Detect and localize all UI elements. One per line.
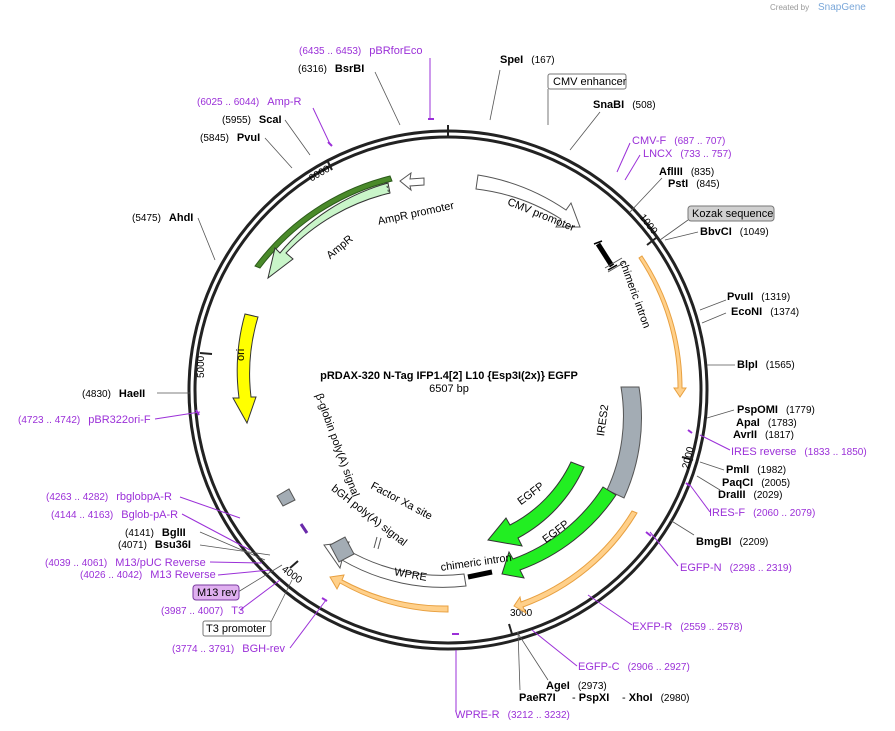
snapgene-logo: SnapGene [818, 2, 866, 13]
svg-text:EcoNI(1374): EcoNI(1374) [731, 306, 799, 318]
enzyme-name: SpeI [500, 54, 523, 66]
svg-text:CMV-F(687 .. 707): CMV-F(687 .. 707) [632, 135, 725, 147]
svg-text:IRES-F(2060 .. 2079): IRES-F(2060 .. 2079) [709, 507, 815, 519]
svg-text:(5955)ScaI: (5955)ScaI [222, 114, 282, 126]
svg-text:BmgBI(2209): BmgBI(2209) [696, 536, 768, 548]
feature-orf-bottom[interactable] [513, 510, 638, 615]
svg-text:SpeI(167): SpeI(167) [500, 54, 555, 66]
svg-text:PstI(845): PstI(845) [668, 178, 720, 190]
svg-text:AgeI(2973): AgeI(2973) [546, 680, 607, 692]
primer-leaders [154, 58, 731, 712]
svg-text:5000: 5000 [196, 355, 207, 378]
svg-text:PmlI(1982): PmlI(1982) [726, 464, 786, 476]
svg-text:PaqCI(2005): PaqCI(2005) [722, 477, 790, 489]
svg-text:PspOMI(1779): PspOMI(1779) [737, 404, 815, 416]
svg-text:(4830)HaeII: (4830)HaeII [82, 388, 145, 400]
feature-ori[interactable] [232, 313, 259, 425]
svg-text:EXFP-R(2559 .. 2578): EXFP-R(2559 .. 2578) [632, 621, 743, 633]
label-chimeric-intron-bottom: chimeric intron [440, 552, 513, 574]
svg-text:(4141)BglII: (4141)BglII [125, 527, 186, 539]
svg-text:CMV enhancer: CMV enhancer [553, 76, 627, 88]
feature-orf-lower[interactable] [329, 574, 449, 613]
svg-text:EGFP-C(2906 .. 2927): EGFP-C(2906 .. 2927) [578, 661, 690, 673]
enzyme-labels: SpeI(167) SnaBI(508) AflIII(835) PstI(84… [82, 54, 815, 704]
primer-labels: (6435 .. 6453)pBRforEco (6025 .. 6044)Am… [18, 45, 867, 721]
feature-ampr[interactable] [267, 182, 391, 280]
feature-ampr-orf[interactable] [254, 175, 393, 269]
svg-text:T3 promoter: T3 promoter [206, 623, 266, 635]
primer-marks [195, 118, 693, 635]
plasmid-title: pRDAX-320 N-Tag IFP1.4[2] L10 {Esp3I(2x)… [320, 370, 578, 382]
feature-ires2[interactable] [606, 386, 642, 499]
feature-factor-xa-mark [373, 536, 378, 549]
feature-cmv-promoter[interactable] [475, 174, 581, 228]
svg-text:(5845)PvuI: (5845)PvuI [200, 132, 260, 144]
svg-text:(6316)BsrBI: (6316)BsrBI [298, 63, 364, 75]
svg-text:(4039 .. 4061)M13/pUC Reverse: (4039 .. 4061)M13/pUC Reverse [45, 557, 206, 569]
label-ori: ori [235, 349, 247, 361]
svg-text:(5475)AhdI: (5475)AhdI [132, 212, 193, 224]
feature-beta-globin-polya[interactable] [276, 488, 296, 507]
svg-text:ApaI(1783): ApaI(1783) [736, 417, 797, 429]
svg-text:PaeR7I: PaeR7I [519, 692, 556, 704]
tick-5000: 5000 [196, 352, 213, 378]
feature-orf-right[interactable] [638, 255, 687, 398]
boxed-feature-m13-rev[interactable]: M13 rev [192, 564, 283, 601]
created-by-text: Created by [770, 3, 809, 12]
svg-text:(6025 .. 6044)Amp-R: (6025 .. 6044)Amp-R [197, 96, 302, 108]
svg-text:- PspXI: - PspXI [572, 692, 609, 704]
label-wpre: WPRE [393, 566, 428, 584]
svg-text:BbvCI(1049): BbvCI(1049) [700, 226, 769, 238]
feature-egfp-inner[interactable] [487, 461, 585, 547]
tick-3000: 3000 [508, 608, 533, 635]
svg-text:M13 rev: M13 rev [197, 587, 237, 599]
feature-chimeric-intron-bottom[interactable] [467, 569, 493, 580]
svg-text:3000: 3000 [510, 608, 533, 619]
feature-chimeric-intron-top[interactable] [595, 242, 615, 268]
svg-text:2000: 2000 [681, 445, 697, 470]
label-ampr: AmpR [324, 233, 355, 262]
svg-text:PvuII(1319): PvuII(1319) [727, 291, 790, 303]
svg-text:LNCX(733 .. 757): LNCX(733 .. 757) [643, 148, 732, 160]
boxed-feature-cmv-enhancer[interactable]: CMV enhancer [547, 73, 627, 125]
svg-text:AflIII(835): AflIII(835) [659, 166, 714, 178]
svg-text:(4144 .. 4163)Bglob-pA-R: (4144 .. 4163)Bglob-pA-R [51, 509, 178, 521]
svg-text:EGFP-N(2298 .. 2319): EGFP-N(2298 .. 2319) [680, 562, 792, 574]
svg-text:DraIII(2029): DraIII(2029) [718, 489, 782, 501]
boxed-feature-kozak[interactable]: Kozak sequence [659, 205, 775, 241]
svg-text:(4071)Bsu36I: (4071)Bsu36I [118, 539, 191, 551]
feature-ampr-promoter[interactable] [399, 171, 425, 192]
label-ampr-promoter: AmpR promoter [377, 200, 456, 228]
boxed-feature-t3-promoter[interactable]: T3 promoter [202, 579, 293, 637]
tick-2000: 2000 [681, 445, 697, 470]
plasmid-length: 6507 bp [429, 383, 469, 395]
svg-text:(3987 .. 4007)T3: (3987 .. 4007)T3 [161, 605, 244, 617]
svg-text:(3774 .. 3791)BGH-rev: (3774 .. 3791)BGH-rev [172, 643, 286, 655]
svg-text:(6435 .. 6453)pBRforEco: (6435 .. 6453)pBRforEco [299, 45, 422, 57]
svg-text:Kozak sequence: Kozak sequence [692, 208, 773, 220]
svg-text:(4723 .. 4742)pBR322ori-F: (4723 .. 4742)pBR322ori-F [18, 414, 151, 426]
svg-text:WPRE-R(3212 .. 3232): WPRE-R(3212 .. 3232) [455, 709, 570, 721]
enzyme-leaders [157, 69, 735, 691]
feature-egfp-outer[interactable] [501, 486, 617, 579]
svg-text:AvrII(1817): AvrII(1817) [733, 429, 794, 441]
svg-text:- XhoI(2980): - XhoI(2980) [622, 692, 689, 704]
tick-1000: 1000 [637, 212, 659, 246]
svg-text:(4263 .. 4282)rbglobpA-R: (4263 .. 4282)rbglobpA-R [46, 491, 172, 503]
label-ires2: IRES2 [595, 404, 611, 437]
feature-bgh-polya[interactable] [329, 536, 355, 563]
svg-text:IRES reverse(1833 .. 1850): IRES reverse(1833 .. 1850) [731, 446, 867, 458]
svg-text:(4026 .. 4042)M13 Reverse: (4026 .. 4042)M13 Reverse [80, 569, 216, 581]
svg-text:BlpI(1565): BlpI(1565) [737, 359, 795, 371]
svg-text:SnaBI(508): SnaBI(508) [593, 99, 656, 111]
